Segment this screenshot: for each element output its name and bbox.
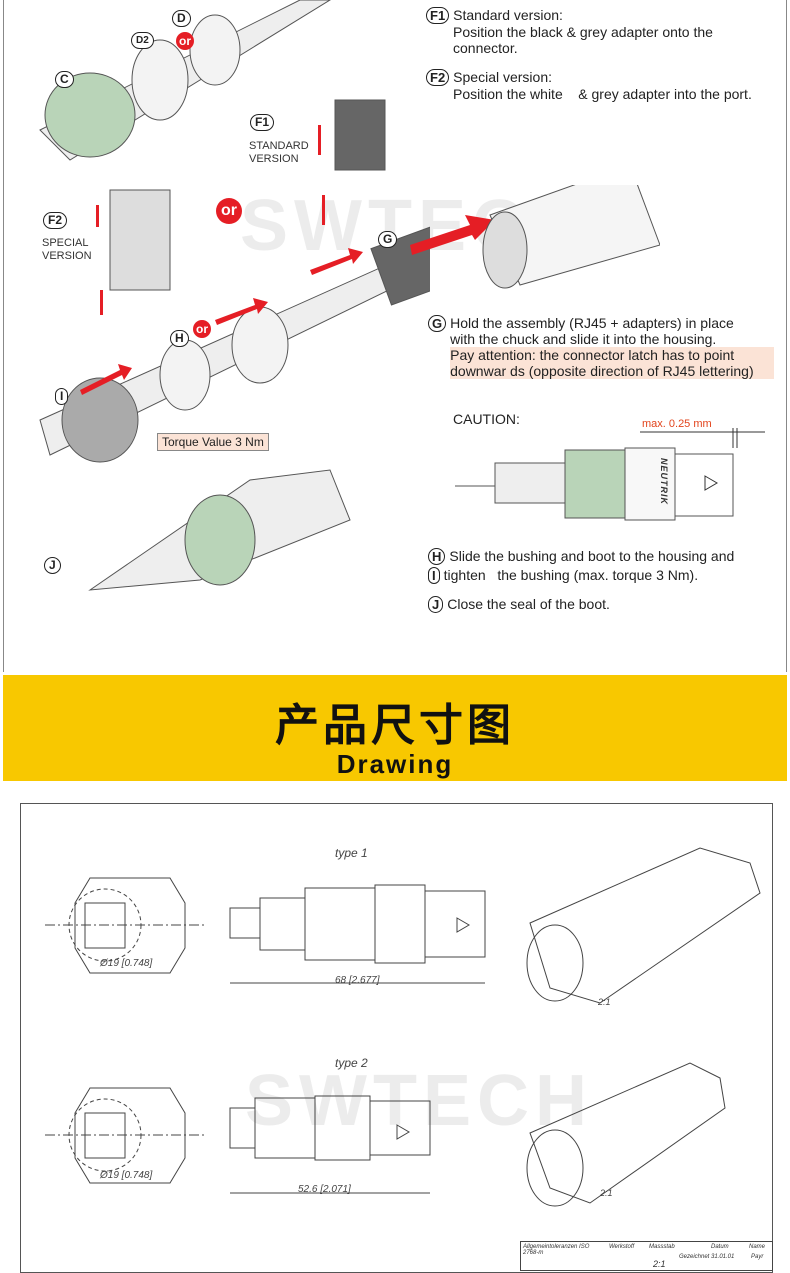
tolerance: Allgemeintoleranzen ISO 2768-m xyxy=(523,1244,590,1256)
date-label: Datum xyxy=(711,1244,729,1250)
type1-label: type 1 xyxy=(335,846,368,860)
bushing-c xyxy=(44,72,136,158)
badge-j: J xyxy=(428,596,444,613)
callout-c: C xyxy=(55,71,74,88)
section-title-en: Drawing xyxy=(336,749,454,779)
step-f1-text: Position the black & grey adapter onto t… xyxy=(453,24,713,56)
or-badge: or xyxy=(216,198,242,224)
date-value: 31.01.01 xyxy=(711,1254,735,1260)
material-label: Werkstoff xyxy=(609,1244,635,1250)
step-f2-text: Position the white & grey adapter into t… xyxy=(453,86,752,102)
bushing-i xyxy=(61,377,139,463)
step-f2-title: Special version: xyxy=(453,69,552,85)
torque-label: Torque Value 3 Nm xyxy=(157,433,269,451)
callout-f1: F1 xyxy=(250,114,275,131)
adapter-f2 xyxy=(109,189,171,291)
step-g: G Hold the assembly (RJ45 + adapters) in… xyxy=(428,315,783,379)
caution-diagram xyxy=(455,428,765,521)
diameter1: Ø19 [0.748] xyxy=(100,958,153,969)
scale1: 2:1 xyxy=(598,997,611,1007)
step-g-attention: Pay attention: the connector latch has t… xyxy=(450,347,775,379)
callout-h: H xyxy=(170,330,189,347)
drawn-label: Gezeichnet xyxy=(679,1254,710,1260)
seal-d2 xyxy=(131,39,189,121)
brand-lettering: NEUTRIK xyxy=(659,458,669,505)
special-version-label: SPECIAL VERSION xyxy=(42,237,92,262)
instruction-panel xyxy=(3,0,787,672)
title-block: Allgemeintoleranzen ISO 2768-m Werkstoff… xyxy=(520,1241,773,1271)
callout-d: D xyxy=(172,10,191,27)
length2: 52.6 [2.071] xyxy=(298,1184,351,1195)
step-j-text: Close the seal of the boot. xyxy=(447,596,610,612)
type2-label: type 2 xyxy=(335,1056,368,1070)
adapter-f1 xyxy=(334,99,386,171)
badge-g: G xyxy=(428,315,447,332)
length1: 68 [2.677] xyxy=(335,975,380,986)
badge-h: H xyxy=(428,548,446,565)
step-h-text: Slide the bushing and boot to the housin… xyxy=(449,548,735,564)
chuck-d xyxy=(189,14,241,86)
callout-g: G xyxy=(378,231,398,248)
or-badge: or xyxy=(193,320,211,338)
step-i-text: tighten the bushing (max. torque 3 Nm). xyxy=(443,567,699,583)
section-title-cn: 产品尺寸图 xyxy=(275,700,515,751)
housing-illustration xyxy=(410,185,660,289)
step-g-text: Hold the assembly (RJ45 + adapters) in p… xyxy=(450,315,734,347)
badge-i: I xyxy=(428,567,440,584)
scale-label: Massstab xyxy=(649,1244,675,1250)
scale2: 2:1 xyxy=(600,1188,613,1198)
section-header: 产品尺寸图 Drawing xyxy=(3,675,787,781)
caution-label: CAUTION: xyxy=(453,411,520,427)
callout-i: I xyxy=(55,388,69,405)
name-value: Payr xyxy=(751,1254,764,1260)
callout-j: J xyxy=(44,557,61,574)
step-f1-title: Standard version: xyxy=(453,7,563,23)
name-label: Name xyxy=(749,1244,766,1250)
diameter2: Ø19 [0.748] xyxy=(100,1170,153,1181)
or-badge: or xyxy=(176,32,194,50)
assembly-illustration xyxy=(39,0,430,591)
badge-f2: F2 xyxy=(426,69,450,86)
callout-f2: F2 xyxy=(43,212,68,229)
badge-f1: F1 xyxy=(426,7,450,24)
callout-d2: D2 xyxy=(131,32,154,49)
drawing-views xyxy=(45,847,761,1207)
standard-version-label: STANDARD VERSION xyxy=(249,140,309,165)
max-gap-label: max. 0.25 mm xyxy=(642,418,712,430)
scale-value: 2:1 xyxy=(653,1259,666,1269)
